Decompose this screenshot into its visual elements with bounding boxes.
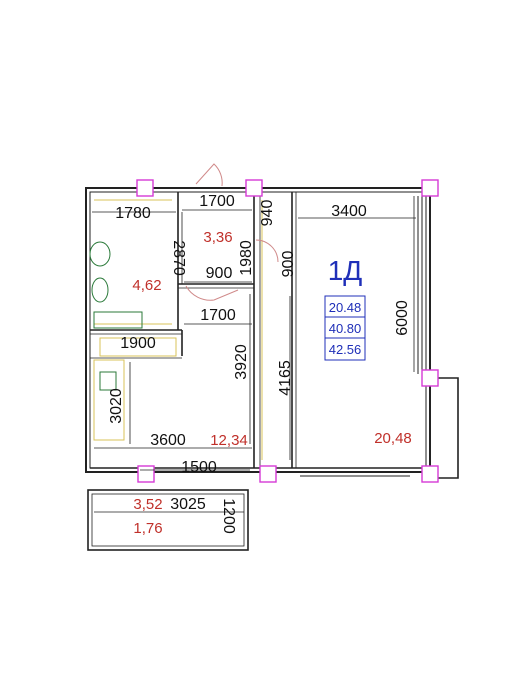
column-marker bbox=[137, 465, 155, 483]
living-door bbox=[255, 239, 279, 263]
column-marker bbox=[421, 369, 439, 387]
dim-1500: 1500 bbox=[181, 459, 217, 476]
dim-4165: 4165 bbox=[277, 360, 294, 396]
dimension-lines bbox=[92, 196, 416, 513]
loggia-outline bbox=[87, 489, 249, 551]
bottom-bar-area bbox=[0, 688, 506, 700]
area-bathroom: 3,36 bbox=[203, 229, 232, 246]
status-bar-area bbox=[0, 0, 506, 26]
dim-1700-top: 1700 bbox=[199, 193, 235, 210]
bay-window bbox=[426, 377, 459, 479]
toilet-icon bbox=[91, 277, 109, 303]
dim-6000: 6000 bbox=[394, 300, 411, 336]
dim-3020: 3020 bbox=[108, 388, 125, 424]
area-loggia-reduced: 1,76 bbox=[133, 520, 162, 537]
total-area-with-loggia-value: 42.56 bbox=[329, 342, 362, 357]
kitchen-counter-top bbox=[99, 337, 177, 357]
column-marker bbox=[259, 465, 277, 483]
area-living-room: 20,48 bbox=[374, 430, 412, 447]
sink-icon bbox=[89, 241, 111, 267]
loggia-inner-outline bbox=[91, 493, 245, 547]
room-areas: 3,36 4,62 12,34 20,48 3,52 1,76 bbox=[132, 229, 411, 537]
dimension-labels: 1780 1700 3400 900 1700 1900 3600 1500 3… bbox=[108, 193, 411, 534]
area-loggia-full: 3,52 bbox=[133, 496, 162, 513]
dim-1700-mid: 1700 bbox=[200, 307, 236, 324]
living-area-value: 20.48 bbox=[329, 300, 362, 315]
dim-1200: 1200 bbox=[220, 498, 237, 534]
column-marker bbox=[136, 179, 154, 197]
dim-1780: 1780 bbox=[115, 205, 151, 222]
kitchen-counter bbox=[93, 199, 263, 460]
dim-1900: 1900 bbox=[120, 335, 156, 352]
area-kitchen: 12,34 bbox=[210, 432, 248, 449]
stove-icon bbox=[99, 371, 117, 391]
dim-1980: 1980 bbox=[238, 240, 255, 276]
entrance-door bbox=[195, 163, 223, 187]
bath-door bbox=[185, 285, 239, 301]
area-wc: 4,62 bbox=[132, 277, 161, 294]
dim-900-h: 900 bbox=[206, 265, 233, 282]
dim-3025: 3025 bbox=[170, 496, 206, 513]
dim-3400: 3400 bbox=[331, 203, 367, 220]
dim-900-v: 900 bbox=[280, 251, 297, 278]
kitchen-counter-left bbox=[93, 359, 125, 441]
dim-3920: 3920 bbox=[233, 344, 250, 380]
apartment-label: 1Д bbox=[328, 255, 363, 286]
column-markers bbox=[136, 179, 439, 483]
bathtub-icon bbox=[93, 311, 143, 329]
area-box bbox=[324, 295, 366, 361]
column-marker bbox=[245, 179, 263, 197]
total-area-value: 40.80 bbox=[329, 321, 362, 336]
doors bbox=[185, 163, 279, 301]
interior-walls bbox=[90, 192, 426, 477]
dim-2870: 2870 bbox=[170, 240, 187, 276]
column-marker bbox=[421, 179, 439, 197]
furniture bbox=[89, 241, 143, 391]
apartment-info: 1Д 20.48 40.80 42.56 bbox=[324, 255, 366, 361]
dim-3600: 3600 bbox=[150, 432, 186, 449]
column-marker bbox=[421, 465, 439, 483]
dim-940: 940 bbox=[259, 200, 276, 227]
